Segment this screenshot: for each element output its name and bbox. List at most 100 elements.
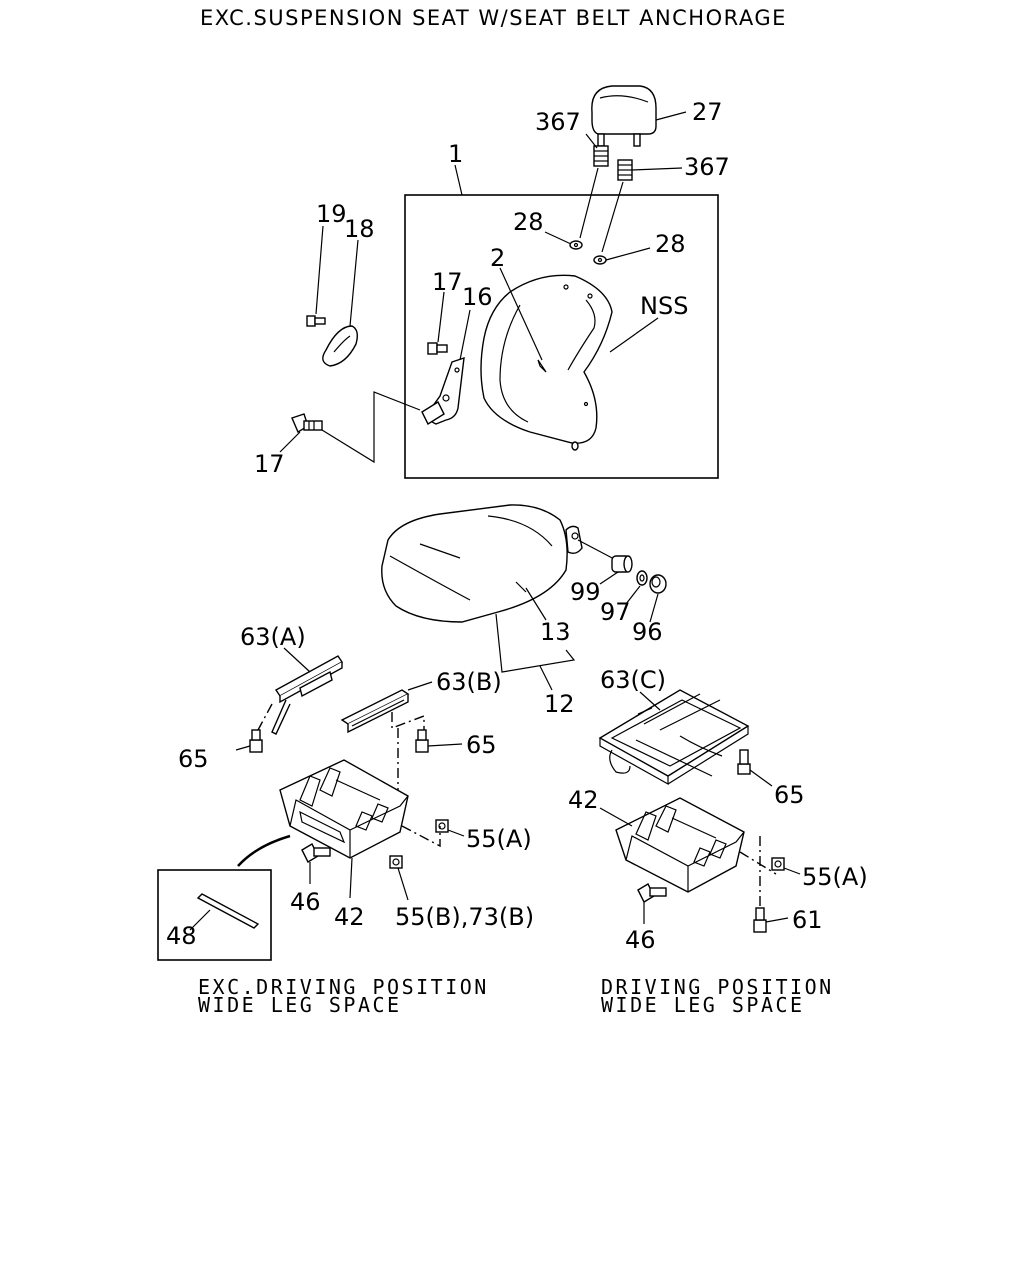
nut-55a-right bbox=[771, 857, 785, 871]
callout-1: 1 bbox=[448, 140, 463, 168]
leader-367b bbox=[631, 167, 683, 171]
bolt-65-mid bbox=[415, 729, 429, 753]
nut-55b bbox=[389, 855, 403, 869]
seat-base-42-left bbox=[279, 759, 409, 859]
callout-61: 61 bbox=[792, 906, 823, 934]
callout-17a: 17 bbox=[432, 268, 463, 296]
seat-back-assembly-box bbox=[404, 194, 719, 479]
callout-97: 97 bbox=[600, 598, 631, 626]
wire-to-48 bbox=[237, 834, 291, 867]
caption-right-line2: WIDE LEG SPACE bbox=[601, 993, 805, 1017]
caption-left-line2: WIDE LEG SPACE bbox=[198, 993, 402, 1017]
leader-367a bbox=[585, 133, 598, 149]
bracket-16 bbox=[421, 356, 465, 426]
leader-63a bbox=[283, 647, 311, 673]
clip-28-right bbox=[593, 255, 607, 265]
callout-65c: 65 bbox=[774, 781, 805, 809]
leader-97 bbox=[625, 585, 641, 605]
callout-nss: NSS bbox=[640, 292, 688, 320]
bolt-17-lower bbox=[291, 413, 323, 434]
inset-box-48 bbox=[157, 869, 272, 961]
callout-18: 18 bbox=[344, 215, 375, 243]
diagram-title: EXC.SUSPENSION SEAT W/SEAT BELT ANCHORAG… bbox=[200, 6, 787, 30]
callout-63c: 63(C) bbox=[600, 666, 666, 694]
bolt-17-upper bbox=[427, 342, 448, 355]
leader-18 bbox=[349, 239, 359, 327]
leader-65c bbox=[749, 769, 773, 787]
leader-96 bbox=[649, 593, 659, 623]
bushing-99 bbox=[611, 555, 633, 573]
callout-55b: 55(B),73(B) bbox=[395, 903, 534, 931]
callout-46a: 46 bbox=[290, 888, 321, 916]
leader-17a bbox=[437, 291, 445, 343]
seat-base-42-right bbox=[615, 797, 745, 893]
callout-2: 2 bbox=[490, 244, 505, 272]
callout-55a-left: 55(A) bbox=[466, 825, 532, 853]
headrest-guide-left bbox=[593, 145, 609, 167]
leader-65b bbox=[427, 743, 463, 747]
leader-nss bbox=[609, 317, 659, 353]
leader-17b bbox=[279, 431, 301, 453]
guide-line-right bbox=[601, 181, 624, 253]
callout-48: 48 bbox=[166, 922, 197, 950]
leader-16 bbox=[459, 309, 471, 361]
leader-42b bbox=[599, 807, 633, 827]
callout-13: 13 bbox=[540, 618, 571, 646]
callout-65b: 65 bbox=[466, 731, 497, 759]
callout-28a: 28 bbox=[513, 208, 544, 236]
bracket-12 bbox=[495, 613, 576, 673]
caption-right-line1: DRIVING POSITION bbox=[601, 975, 834, 999]
leader-61 bbox=[765, 917, 789, 923]
centerline-55a bbox=[401, 825, 441, 848]
callout-46b: 46 bbox=[625, 926, 656, 954]
callout-96: 96 bbox=[632, 618, 663, 646]
leader-65a bbox=[235, 745, 251, 751]
leader-13 bbox=[525, 587, 547, 621]
callout-65a: 65 bbox=[178, 745, 209, 773]
callout-55a-right: 55(A) bbox=[802, 863, 868, 891]
leader-55a-right bbox=[783, 867, 801, 875]
connector-17 bbox=[321, 391, 421, 464]
callout-27: 27 bbox=[692, 98, 723, 126]
nut-55a-left bbox=[435, 819, 449, 833]
leader-28b bbox=[605, 247, 651, 261]
leader-19 bbox=[315, 225, 324, 315]
cap-96 bbox=[649, 574, 667, 594]
callout-16: 16 bbox=[462, 283, 493, 311]
leader-55b bbox=[397, 867, 409, 901]
callout-99: 99 bbox=[570, 578, 601, 606]
callout-19: 19 bbox=[316, 200, 347, 228]
callout-63a: 63(A) bbox=[240, 623, 306, 651]
callout-63b: 63(B) bbox=[436, 668, 502, 696]
callout-367a: 367 bbox=[535, 108, 581, 136]
caption-left-line1: EXC.DRIVING POSITION bbox=[198, 975, 489, 999]
callout-42b: 42 bbox=[568, 786, 599, 814]
leader-1 bbox=[454, 164, 463, 196]
bolt-19 bbox=[306, 315, 326, 327]
leader-42a bbox=[349, 857, 353, 899]
bolt-65-right bbox=[737, 749, 751, 775]
bolt-46-left bbox=[301, 843, 331, 863]
leader-99 bbox=[599, 571, 619, 585]
cover-18 bbox=[322, 325, 359, 367]
axis-line bbox=[577, 539, 617, 561]
leader-48 bbox=[189, 909, 211, 931]
centerline-63a bbox=[257, 703, 273, 731]
centerline-63b bbox=[391, 712, 425, 730]
leader-55a-left bbox=[447, 829, 465, 837]
callout-17b: 17 bbox=[254, 450, 285, 478]
leader-63b bbox=[407, 681, 433, 691]
leader-63c bbox=[639, 691, 661, 711]
centerline-55a-right bbox=[739, 851, 777, 875]
bolt-65-left bbox=[249, 729, 263, 753]
seat-cushion bbox=[381, 504, 583, 623]
guide-line-left bbox=[579, 167, 599, 239]
bolt-61 bbox=[753, 907, 767, 933]
leader-27 bbox=[655, 111, 687, 121]
rail-63b bbox=[340, 689, 410, 734]
headrest bbox=[591, 85, 657, 147]
bolt-46-right bbox=[637, 883, 667, 903]
rail-63a bbox=[271, 655, 344, 735]
callout-12: 12 bbox=[544, 690, 575, 718]
